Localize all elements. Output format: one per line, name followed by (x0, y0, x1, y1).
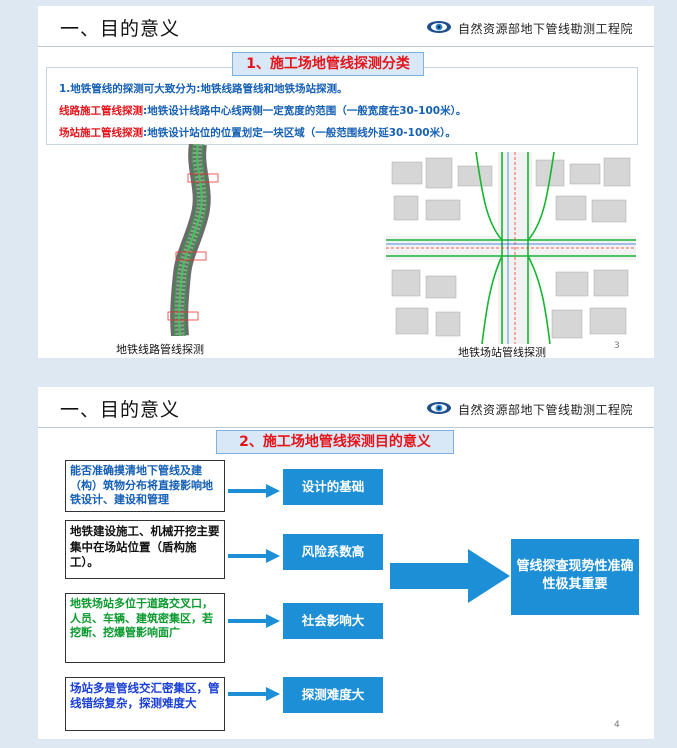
caption-station-survey: 地铁场站管线探测 (458, 346, 546, 358)
eye-logo-icon (427, 402, 451, 414)
station-survey-label: 场站施工管线探测 (59, 127, 143, 139)
slide-4: 一、目的意义 自然资源部地下管线勘测工程院 2、施工场地管线探测目的意义 能否准… (38, 387, 654, 739)
line-survey-text: :地铁设计线路中心线两侧一定宽度的范围（一般宽度在30-100米）。 (143, 105, 467, 117)
reason-box-3: 地铁场站多位于道路交叉口，人员、车辆、建筑密集区，若挖断、挖爆管影响面广 (65, 593, 225, 663)
caption-line-survey: 地铁线路管线探测 (116, 343, 204, 356)
organization-name: 自然资源部地下管线勘测工程院 (458, 403, 634, 417)
arrow-right-icon (228, 614, 280, 628)
arrow-right-icon (228, 484, 280, 498)
header-divider (38, 427, 654, 428)
description-station-survey: 场站施工管线探测:地铁设计站位的位置划定一块区域（一般范围线外延30-100米）… (59, 125, 456, 140)
result-box-social-impact: 社会影响大 (283, 603, 383, 639)
description-line-survey: 线路施工管线探测:地铁设计线路中心线两侧一定宽度的范围（一般宽度在30-100米… (59, 103, 466, 118)
description-box: 1.地铁管线的探测可大致分为:地铁线路管线和地铁场站探测。 线路施工管线探测:地… (46, 67, 638, 145)
section-title: 1、施工场地管线探测分类 (232, 52, 424, 76)
reason-box-4: 场站多是管线交汇密集区，管线错综复杂，探测难度大 (65, 677, 225, 731)
metro-line-map-image (167, 144, 219, 336)
big-arrow-right-icon (390, 549, 510, 603)
result-box-high-risk: 风险系数高 (283, 534, 383, 570)
slide-3: 一、目的意义 自然资源部地下管线勘测工程院 1.地铁管线的探测可大致分为:地铁线… (38, 6, 654, 358)
station-survey-text: :地铁设计站位的位置划定一块区域（一般范围线外延30-100米）。 (143, 127, 456, 139)
arrow-right-icon (228, 687, 280, 701)
metro-station-map-image (386, 152, 636, 344)
arrow-right-icon (228, 549, 280, 563)
section-title: 2、施工场地管线探测目的意义 (216, 430, 454, 454)
organization-name: 自然资源部地下管线勘测工程院 (458, 22, 634, 36)
reason-box-1: 能否准确摸清地下管线及建（构）筑物分布将直接影响地铁设计、建设和管理 (65, 460, 225, 512)
slide-header-title: 一、目的意义 (60, 18, 181, 40)
reason-box-2: 地铁建设施工、机械开挖主要集中在场站位置（盾构施工）。 (65, 520, 225, 579)
page-number: 4 (614, 720, 620, 730)
description-intro: 1.地铁管线的探测可大致分为:地铁线路管线和地铁场站探测。 (59, 83, 348, 95)
conclusion-box: 管线探查现势性准确性极其重要 (511, 539, 639, 615)
header-divider (38, 46, 654, 47)
result-box-difficulty: 探测难度大 (283, 677, 383, 713)
slide-header-title: 一、目的意义 (60, 399, 181, 421)
page-number: 3 (614, 341, 620, 351)
result-box-design-basis: 设计的基础 (283, 469, 383, 505)
line-survey-label: 线路施工管线探测 (59, 105, 143, 117)
eye-logo-icon (427, 21, 451, 33)
